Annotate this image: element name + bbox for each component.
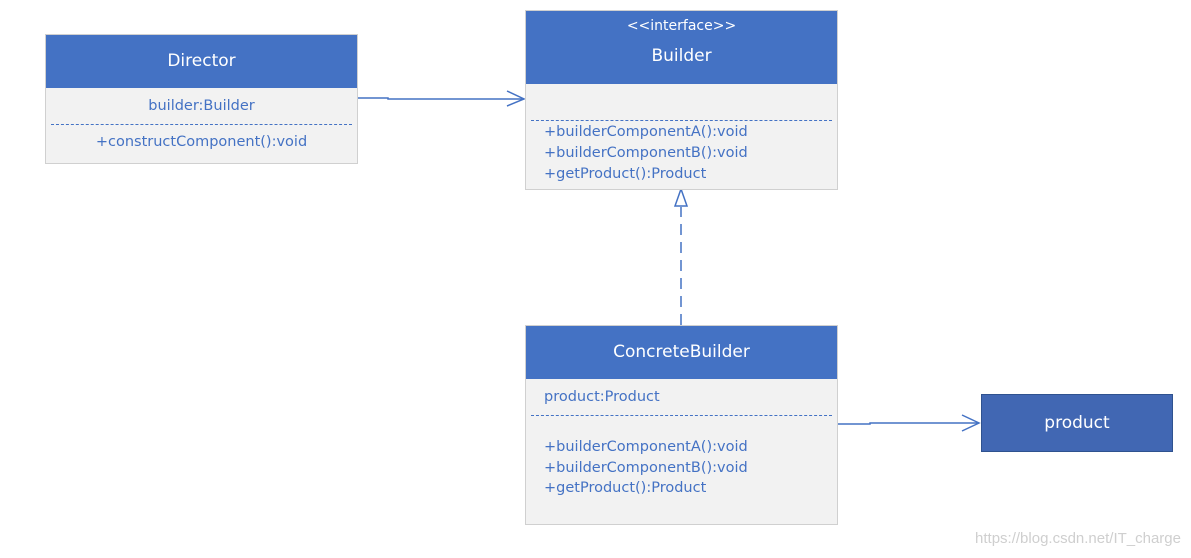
product-name: product xyxy=(1044,413,1110,433)
builder-method-1: +builderComponentA():void xyxy=(544,124,748,140)
realization-arrow xyxy=(673,186,689,325)
builder-stereotype: <<interface>> xyxy=(626,18,737,34)
builder-interface: <<interface>> Builder +builderComponentA… xyxy=(525,10,838,190)
builder-header: <<interface>> Builder xyxy=(526,11,837,84)
builder-separator xyxy=(531,120,832,121)
director-class: Director builder:Builder +constructCompo… xyxy=(45,34,358,164)
concretebuilder-method-3: +getProduct():Product xyxy=(544,480,707,496)
builder-name: Builder xyxy=(651,46,712,66)
concretebuilder-header: ConcreteBuilder xyxy=(526,326,837,379)
concretebuilder-method-2: +builderComponentB():void xyxy=(544,460,748,476)
product-class: product xyxy=(981,394,1173,452)
concretebuilder-class: ConcreteBuilder product:Product +builder… xyxy=(525,325,838,525)
director-method: +constructComponent():void xyxy=(95,134,308,150)
concretebuilder-name: ConcreteBuilder xyxy=(613,342,750,362)
concretebuilder-to-product-arrow xyxy=(837,414,981,432)
director-header: Director xyxy=(46,35,357,88)
director-separator xyxy=(51,124,352,125)
builder-method-3: +getProduct():Product xyxy=(544,166,707,182)
director-attribute: builder:Builder xyxy=(148,98,255,114)
concretebuilder-method-1: +builderComponentA():void xyxy=(544,439,748,455)
watermark: https://blog.csdn.net/IT_charge xyxy=(975,530,1181,547)
concretebuilder-separator xyxy=(531,415,832,416)
director-to-builder-arrow xyxy=(357,90,526,107)
builder-method-2: +builderComponentB():void xyxy=(544,145,748,161)
concretebuilder-attribute: product:Product xyxy=(544,389,660,405)
director-name: Director xyxy=(167,51,236,71)
